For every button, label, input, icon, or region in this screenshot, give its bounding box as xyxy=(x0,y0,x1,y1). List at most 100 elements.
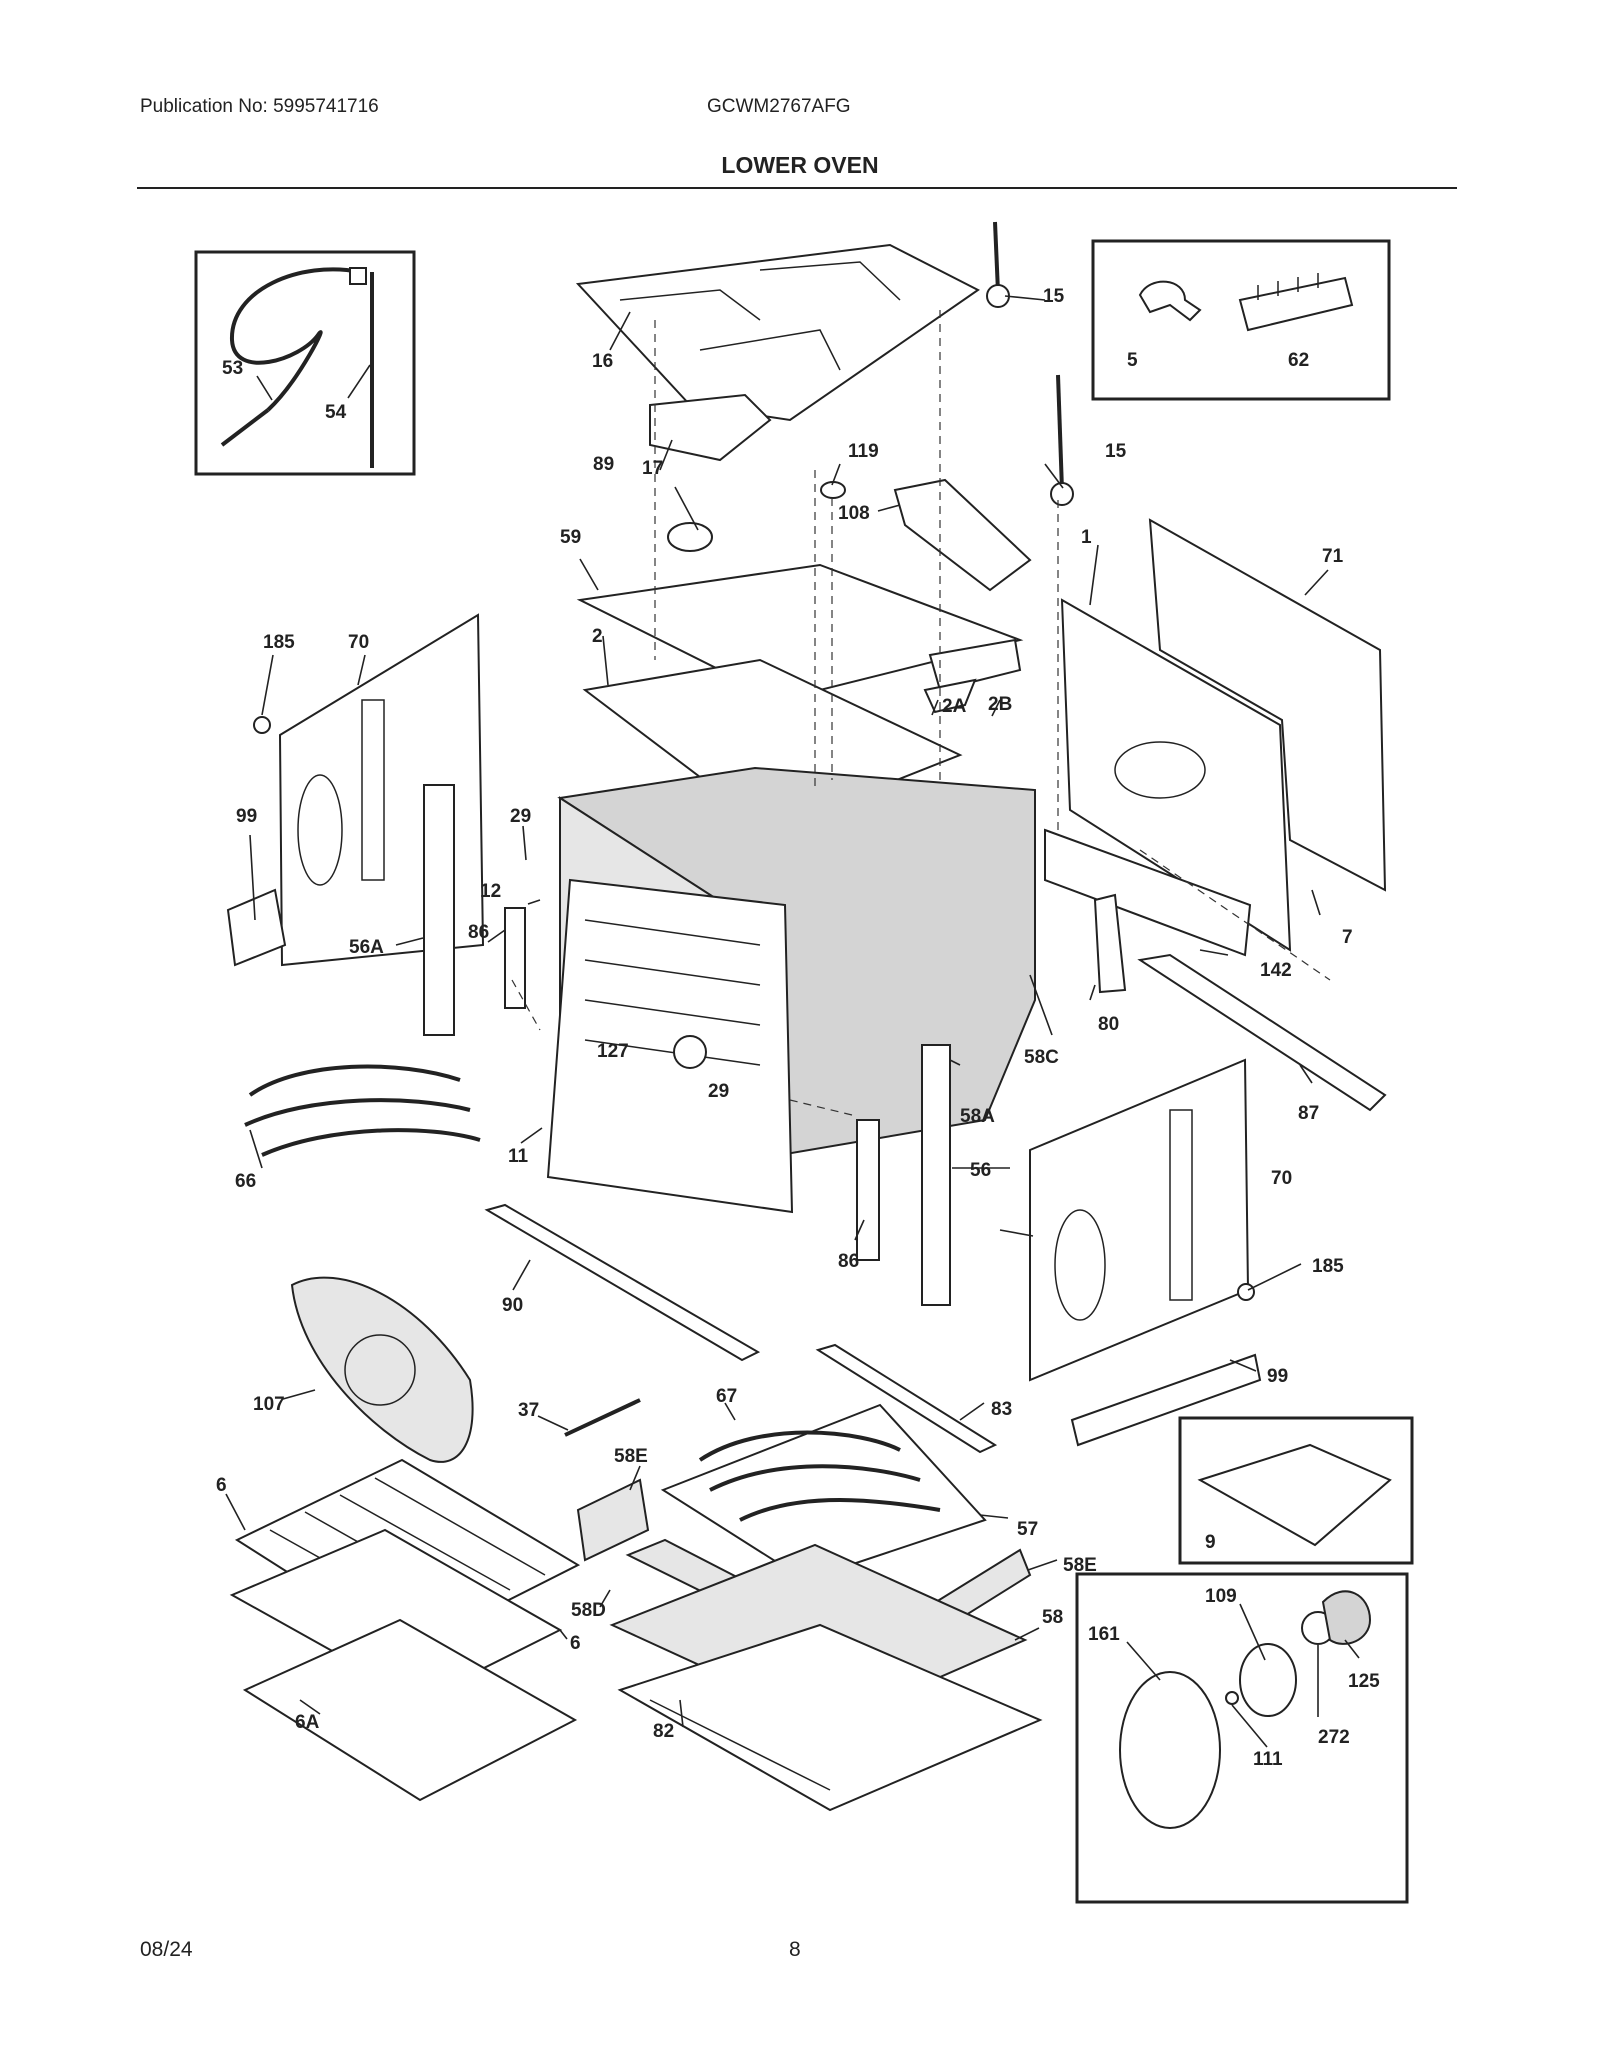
footer-date: 08/24 xyxy=(140,1938,193,1961)
panel-opening-left xyxy=(297,774,343,886)
panel-slot-right xyxy=(1169,1109,1193,1301)
bracket-99-right xyxy=(1070,1353,1262,1447)
bake-element-67 xyxy=(698,1430,941,1522)
rear-cover-71 xyxy=(1148,518,1387,892)
inset-box-probe xyxy=(194,250,416,476)
rack-guides xyxy=(584,919,761,1066)
inset-box-pan xyxy=(1178,1416,1414,1565)
callout-label: 80 xyxy=(1098,1014,1119,1035)
callout-label: 12 xyxy=(480,881,501,902)
callout-label: 2 xyxy=(592,626,603,647)
probe-tip xyxy=(220,408,270,447)
callout-label: 53 xyxy=(222,358,243,379)
callout-label: 7 xyxy=(1342,927,1353,948)
callout-label: 87 xyxy=(1298,1103,1319,1124)
callout-label: 2B xyxy=(988,694,1012,715)
callout-label: 29 xyxy=(708,1081,729,1102)
callout-label: 15 xyxy=(1043,286,1065,307)
callout-label: 6 xyxy=(216,1475,227,1496)
callout-label: 82 xyxy=(653,1721,674,1742)
callout-label: 56A xyxy=(349,937,384,958)
callout-label: 37 xyxy=(518,1400,539,1421)
callout-label: 127 xyxy=(597,1041,629,1062)
trim-90 xyxy=(484,1203,761,1362)
inset-box-fan xyxy=(1075,1572,1409,1904)
page-title: LOWER OVEN xyxy=(721,152,879,178)
heater-element-outline xyxy=(619,261,901,371)
oven-door-frame-11 xyxy=(546,878,794,1214)
callout-label: 86 xyxy=(468,922,489,943)
page-number: 8 xyxy=(789,1938,801,1961)
callout-label: 15 xyxy=(1105,441,1127,462)
callout-label: 119 xyxy=(848,441,879,462)
broil-frame-17 xyxy=(649,393,772,462)
rear-panel-1 xyxy=(1060,598,1292,952)
terminal-slots xyxy=(1257,273,1319,300)
callout-label: 29 xyxy=(510,806,531,827)
callout-label: 185 xyxy=(1312,1256,1344,1277)
callout-label: 125 xyxy=(1348,1671,1380,1692)
callout-label: 56 xyxy=(970,1160,991,1181)
sensor-rod-mid xyxy=(1056,374,1064,491)
sensor-rod-top xyxy=(993,221,1000,293)
callout-label: 58E xyxy=(1063,1555,1097,1576)
broil-element-66 xyxy=(244,1064,481,1157)
callout-label: 57 xyxy=(1017,1519,1038,1540)
bracket-80 xyxy=(1093,893,1127,994)
callout-label: 109 xyxy=(1205,1586,1237,1607)
sensor-37 xyxy=(564,1398,641,1437)
callout-label: 9 xyxy=(1205,1532,1216,1553)
bottom-pan-82 xyxy=(617,1623,1043,1812)
fan-motor-125 xyxy=(1321,1590,1372,1645)
callout-label: 62 xyxy=(1288,350,1309,371)
callout-label: 1 xyxy=(1081,527,1092,548)
rail-87 xyxy=(1137,953,1387,1112)
bracket-2B xyxy=(928,638,1022,692)
brace-142 xyxy=(1044,828,1252,957)
callout-label: 111 xyxy=(1253,1749,1283,1770)
panel-slot-left xyxy=(361,699,385,881)
rear-fan-opening xyxy=(1114,741,1206,799)
fan-cover-107 xyxy=(290,1276,474,1463)
callout-label: 54 xyxy=(325,402,347,423)
part-89 xyxy=(667,522,713,552)
callout-label: 89 xyxy=(593,454,614,475)
rail-56A xyxy=(423,784,455,1036)
callout-label: 58 xyxy=(1042,1607,1063,1628)
callout-leaders xyxy=(225,295,1360,1748)
probe-plug xyxy=(349,267,367,285)
fan-hub-127 xyxy=(673,1035,707,1069)
callout-label: 99 xyxy=(236,806,257,827)
bracket-99-left xyxy=(226,888,287,967)
callout-label: 70 xyxy=(348,632,369,653)
callout-label: 6A xyxy=(295,1712,320,1733)
callout-label: 161 xyxy=(1088,1624,1120,1645)
callout-label: 70 xyxy=(1271,1168,1292,1189)
publication-number: Publication No: 5995741716 xyxy=(140,96,379,117)
inset-box-clips xyxy=(1091,239,1391,401)
bracket-86-right xyxy=(856,1119,880,1261)
callout-label: 86 xyxy=(838,1251,859,1272)
fan-ring-161 xyxy=(1119,1671,1221,1829)
callout-label: 58D xyxy=(571,1600,606,1621)
callout-label: 17 xyxy=(642,458,663,479)
callout-label: 5 xyxy=(1127,350,1138,371)
washer-111 xyxy=(1225,1691,1239,1705)
bracket-2A xyxy=(923,678,977,714)
top-heater-panel xyxy=(575,243,980,422)
callout-label: 185 xyxy=(263,632,295,653)
panel-opening-right xyxy=(1054,1209,1106,1321)
blower-108 xyxy=(893,478,1032,592)
rack-6A xyxy=(242,1618,578,1802)
side-panel-70-right xyxy=(1029,1058,1250,1382)
callout-label: 142 xyxy=(1260,960,1292,981)
callout-label: 6 xyxy=(570,1633,581,1654)
callout-label: 59 xyxy=(560,527,581,548)
assembly-guide-lines xyxy=(511,310,1331,1116)
model-number: GCWM2767AFG xyxy=(707,96,851,117)
callout-label: 11 xyxy=(508,1146,529,1167)
clip-5 xyxy=(1138,280,1202,322)
rail-56 xyxy=(921,1044,951,1306)
callout-label: 90 xyxy=(502,1295,523,1316)
callout-label: 108 xyxy=(838,503,870,524)
